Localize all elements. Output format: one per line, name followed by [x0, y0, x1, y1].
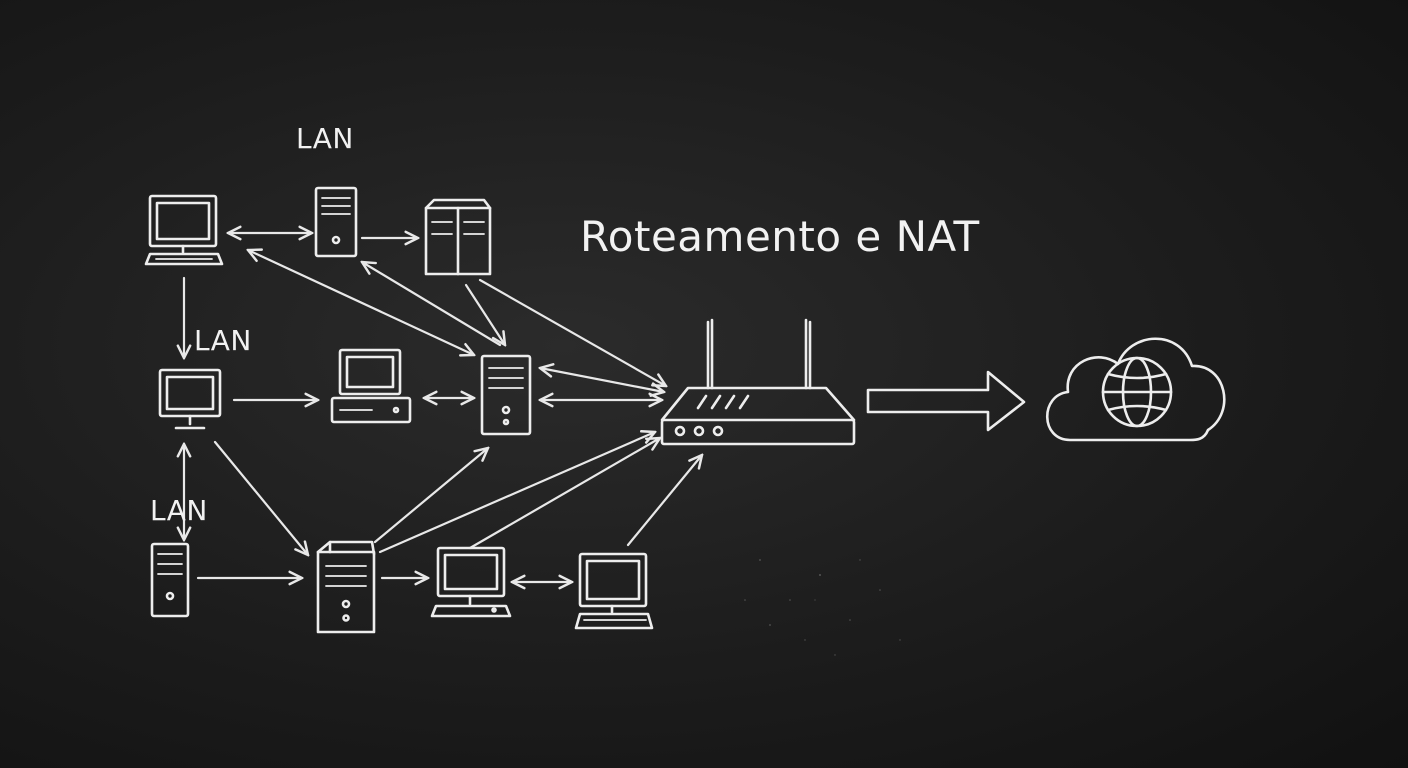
chalk-dust: [744, 559, 901, 656]
link-server-mid-router-1: [540, 368, 664, 392]
lan-label-top: LAN: [296, 122, 354, 155]
monitor-icon: [158, 368, 222, 430]
link-cabinet-router: [478, 278, 666, 386]
link-cube-router-1: [378, 432, 655, 554]
lan-label-mid: LAN: [194, 324, 252, 357]
desktop-keyboard-icon: [430, 546, 512, 618]
link-server-mid-server-top: [362, 262, 502, 347]
diagram-title: Roteamento e NAT: [580, 212, 980, 261]
link-ws-server-mid: [248, 250, 474, 355]
link-monitor-cube: [213, 440, 308, 555]
server-tower-icon: [314, 186, 358, 258]
cloud-globe-icon: [1046, 337, 1226, 442]
desktop-keyboard-icon: [574, 552, 654, 630]
desktop-keyboard-icon: [144, 194, 224, 266]
link-monitor2-router: [626, 455, 702, 547]
server-cube-icon: [316, 540, 376, 634]
server-tower-icon: [480, 354, 532, 436]
lan-label-bottom: LAN: [150, 494, 208, 527]
router-icon: [660, 318, 856, 446]
server-tower-icon: [150, 542, 190, 618]
server-cabinet-icon: [424, 198, 492, 276]
desktop-box-icon: [330, 348, 412, 424]
internet-arrow: [866, 370, 1026, 432]
link-cabinet-server-mid: [464, 283, 505, 345]
link-cube-server-mid: [373, 448, 488, 544]
connections: [184, 233, 702, 582]
link-monitor-router: [468, 438, 660, 550]
